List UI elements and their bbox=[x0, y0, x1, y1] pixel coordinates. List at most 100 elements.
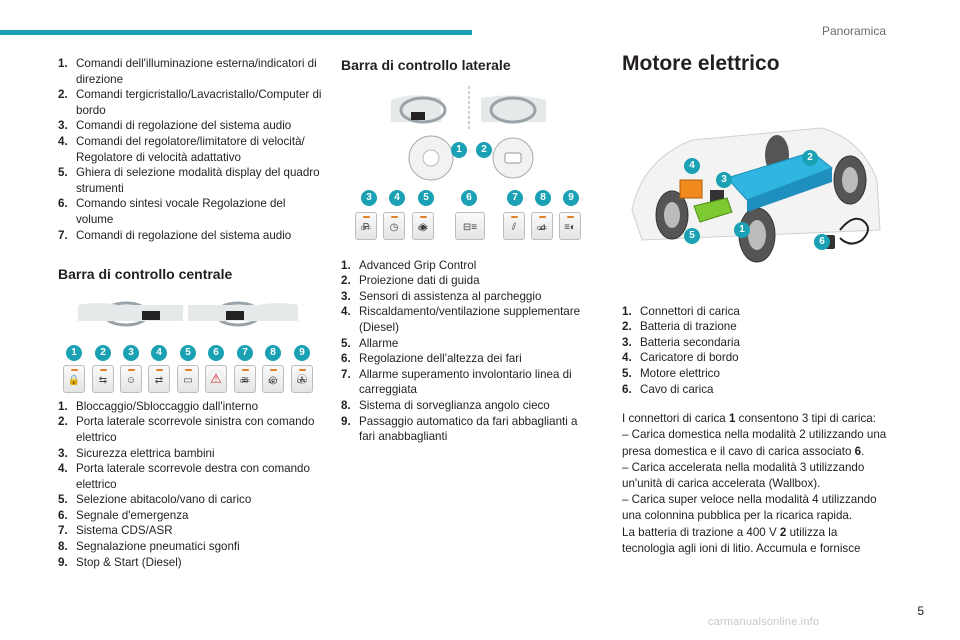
callout-badge: 3 bbox=[361, 189, 377, 206]
list-item: 6.Regolazione dell'altezza dei fari bbox=[341, 352, 522, 366]
blind-spot-switch[interactable]: ⊿OFF bbox=[531, 211, 553, 240]
callout-badge: 8 bbox=[535, 189, 551, 206]
electric-motor-list: 1.Connettori di carica 2.Batteria di tra… bbox=[622, 304, 890, 398]
headlamp-level-switch[interactable]: ⊟≡ bbox=[455, 211, 485, 240]
list-item: 1.Comandi dell'illuminazione esterna/ind… bbox=[58, 57, 317, 86]
dashboard-outline-icon bbox=[78, 301, 298, 327]
callout-badge: 1 bbox=[734, 221, 750, 238]
list-item: 5.Allarme bbox=[341, 336, 399, 350]
right-door-switch[interactable]: ⇄ bbox=[148, 364, 170, 393]
list-item: 2.Batteria di trazione bbox=[622, 320, 737, 334]
dashboard-outline-icon bbox=[391, 85, 546, 130]
sliding-door-icon: ⇄ bbox=[154, 374, 164, 386]
child-lock-switch[interactable]: ☺ bbox=[120, 364, 142, 393]
callout-badge: 8 bbox=[265, 344, 281, 361]
list-item: 9.Passaggio automatico da fari abbaglian… bbox=[341, 414, 578, 444]
list-item: 5.Motore elettrico bbox=[622, 366, 720, 380]
cds-asr-switch[interactable]: ≋OFF bbox=[234, 364, 256, 393]
callout-badge: 6 bbox=[814, 233, 830, 250]
lock-switch[interactable]: 🔒 bbox=[63, 364, 85, 393]
callout-badge: 6 bbox=[208, 344, 224, 361]
tyre-pressure-switch[interactable]: ◎SET bbox=[262, 364, 284, 393]
lane-departure-switch[interactable]: ⫽ bbox=[503, 211, 525, 240]
callout-badge: 7 bbox=[237, 344, 253, 361]
callout-badge: 9 bbox=[294, 344, 310, 361]
list-item: 4.Riscaldamento/ventilazione supplementa… bbox=[341, 305, 581, 334]
callout-badge: 2 bbox=[476, 141, 492, 158]
paragraph: La batteria di trazione a 400 V 2 utiliz… bbox=[622, 525, 861, 555]
alarm-icon: ◉ bbox=[418, 221, 428, 233]
alarm-switch[interactable]: ◉OFF bbox=[412, 211, 434, 240]
callout-badge: 4 bbox=[151, 344, 167, 361]
list-item: 7.Comandi di regolazione del sistema aud… bbox=[58, 228, 292, 242]
callout-badge: 4 bbox=[389, 189, 405, 206]
central-bar-list: 1.Bloccaggio/Sbloccaggio dall'interno 2.… bbox=[58, 399, 323, 571]
charging-description: I connettori di carica 1 consentono 3 ti… bbox=[622, 411, 890, 557]
callout-badge: 2 bbox=[802, 149, 818, 166]
central-bar-illustration: 1 2 3 4 5 6 7 8 9 🔒 ⇆ ☺ ⇄ ▭ ⚠ ≋OFF ◎SET … bbox=[58, 293, 323, 393]
callout-badge: 9 bbox=[563, 189, 579, 206]
list-item: 1.Advanced Grip Control bbox=[341, 258, 477, 272]
sliding-door-icon: ⇆ bbox=[98, 374, 108, 386]
paragraph: – Carica super veloce nella modalità 4 u… bbox=[622, 493, 877, 523]
headlamp-level-icon: ⊟≡ bbox=[462, 221, 478, 233]
list-item: 3.Sensori di assistenza al parcheggio bbox=[341, 289, 542, 303]
heater-timer-icon: ◷ bbox=[389, 221, 399, 233]
list-item: 4.Porta laterale scorrevole destra con c… bbox=[58, 462, 310, 491]
hazard-switch[interactable]: ⚠ bbox=[205, 364, 227, 393]
blind-spot-icon: ⊿ bbox=[537, 221, 547, 233]
list-item: 6.Cavo di carica bbox=[622, 382, 714, 396]
list-item: 1.Bloccaggio/Sbloccaggio dall'interno bbox=[58, 399, 259, 413]
high-beam-icon: ≡◐ bbox=[564, 221, 576, 233]
traction-icon: ≋ bbox=[240, 374, 250, 386]
list-item: 8.Segnalazione pneumatici sgonfi bbox=[58, 540, 240, 554]
list-item: 2.Porta laterale scorrevole sinistra con… bbox=[58, 415, 315, 444]
left-door-switch[interactable]: ⇆ bbox=[92, 364, 114, 393]
lane-icon: ⫽ bbox=[511, 221, 517, 233]
auto-high-beam-switch[interactable]: ≡◐ bbox=[559, 211, 581, 240]
van-outline-icon bbox=[631, 127, 881, 263]
park-sensor-icon: P bbox=[362, 221, 370, 233]
electric-drivetrain-illustration: 1 2 3 4 5 6 bbox=[622, 120, 890, 270]
list-item: 2.Proiezione dati di guida bbox=[341, 274, 480, 288]
hazard-triangle-icon: ⚠ bbox=[210, 370, 222, 386]
list-item: 9.Stop & Start (Diesel) bbox=[58, 555, 182, 569]
list-item: 2.Comandi tergicristallo/Lavacristallo/C… bbox=[58, 88, 322, 117]
child-lock-icon: ☺ bbox=[125, 374, 137, 386]
tyre-icon: ◎ bbox=[268, 374, 278, 386]
callout-badge: 2 bbox=[95, 344, 111, 361]
callout-badge: 5 bbox=[684, 227, 700, 244]
stop-start-icon: Ⓐ bbox=[297, 374, 307, 386]
list-item: 7.Allarme superamento involontario linea… bbox=[341, 367, 572, 397]
cargo-select-switch[interactable]: ▭ bbox=[177, 364, 199, 393]
column-1: 1.Comandi dell'illuminazione esterna/ind… bbox=[58, 56, 323, 570]
callout-badge: 4 bbox=[684, 157, 700, 174]
column-2: Barra di controllo laterale 1 2 3 4 5 6 … bbox=[341, 56, 594, 445]
list-item: 6.Comando sintesi vocale Regolazione del… bbox=[58, 197, 286, 226]
list-item: 3.Sicurezza elettrica bambini bbox=[58, 446, 215, 460]
list-item: 7.Sistema CDS/ASR bbox=[58, 524, 173, 538]
paragraph: I connettori di carica 1 consentono 3 ti… bbox=[622, 412, 876, 426]
paragraph: – Carica accelerata nella modalità 3 uti… bbox=[622, 460, 865, 490]
rotary-knob-icon bbox=[408, 135, 534, 181]
list-item: 5.Ghiera di selezione modalità display d… bbox=[58, 166, 320, 195]
steering-controls-list: 1.Comandi dell'illuminazione esterna/ind… bbox=[58, 56, 323, 243]
page-number: 5 bbox=[917, 604, 924, 618]
list-item: 4.Comandi del regolatore/limitatore di v… bbox=[58, 134, 305, 164]
lock-icon: 🔒 bbox=[67, 374, 81, 386]
section-heading-electric-motor: Motore elettrico bbox=[622, 52, 780, 75]
aux-heater-switch[interactable]: ◷ bbox=[383, 211, 405, 240]
cargo-icon: ▭ bbox=[183, 374, 193, 386]
list-item: 8.Sistema di sorveglianza angolo cieco bbox=[341, 398, 550, 412]
section-heading-side-bar: Barra di controllo laterale bbox=[341, 57, 511, 73]
list-item: 1.Connettori di carica bbox=[622, 304, 740, 318]
callout-badge: 3 bbox=[716, 171, 732, 188]
list-item: 6.Segnale d'emergenza bbox=[58, 508, 189, 522]
side-bar-list: 1.Advanced Grip Control 2.Proiezione dat… bbox=[341, 258, 594, 445]
list-item: 4.Caricatore di bordo bbox=[622, 351, 739, 365]
callout-badge: 5 bbox=[418, 189, 434, 206]
column-3: Motore elettrico 1 2 3 4 5 6 1.Connettor… bbox=[622, 52, 890, 557]
